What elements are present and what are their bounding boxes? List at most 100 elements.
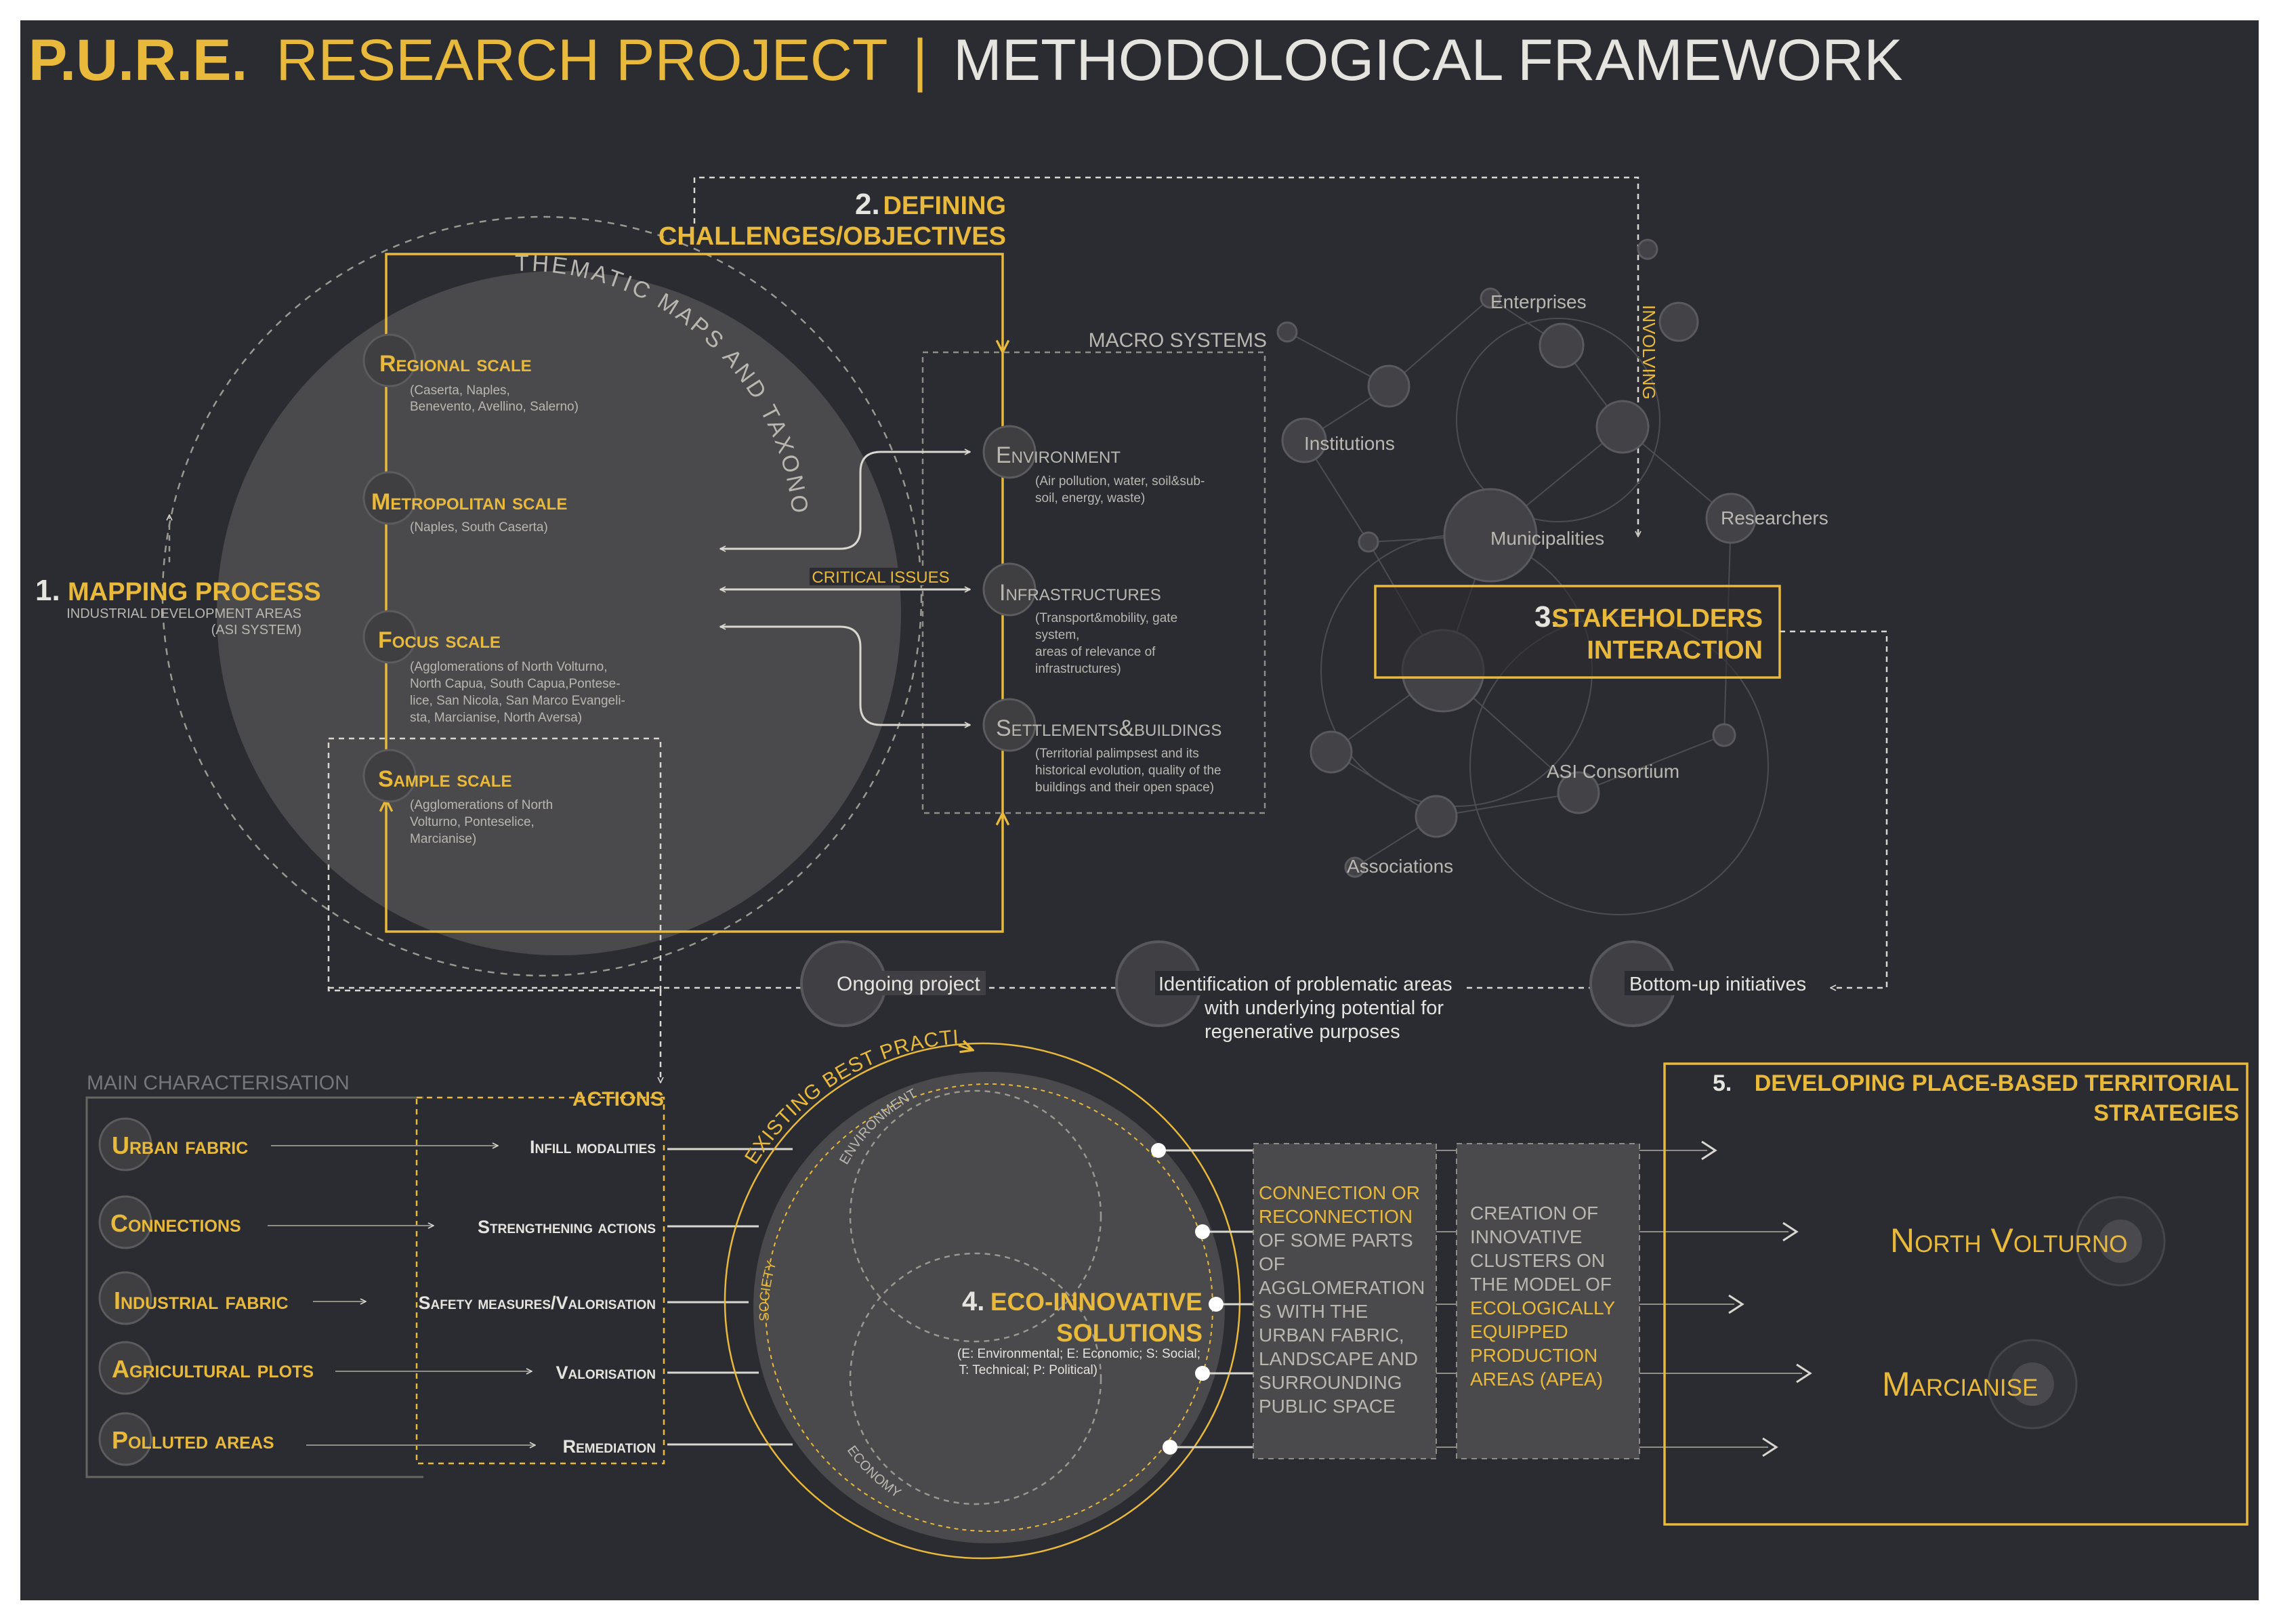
title-separator: | [913,28,927,93]
connections-action: Strengthening actions [478,1217,656,1237]
focus-scale: Focus scale (Agglomerations of North Vol… [378,627,625,725]
stakeholder-dots [1276,238,1757,878]
row-urban-fabric: Urban fabric Infill modalities [98,1117,656,1171]
identification-backdrop [1155,971,1463,995]
settlements-detail-3: buildings and their open space) [1035,780,1214,795]
network-dot [1276,321,1298,343]
clusters-line-3: CLUSTERS ON [1470,1250,1605,1271]
network-dot [1443,488,1538,583]
agricultural-plots-action: Valorisation [556,1362,656,1383]
clusters-hl-2: EQUIPPED [1470,1321,1568,1342]
settlements-detail-1: (Territorial palimpsest and its [1035,747,1199,761]
focus-scale-detail-1: (Agglomerations of North Volturno, [410,660,608,674]
north-volturno-label: North Volturno [1890,1222,2127,1259]
urban-fabric-action: Infill modalities [530,1137,656,1157]
ongoing-label: Ongoing project [837,973,980,995]
network-dot [1358,531,1379,553]
settlements-title: Settlements&buildings [996,715,1221,741]
row-agricultural-plots: Agricultural plots Valorisation [98,1341,656,1395]
strategies-title-2: STRATEGIES [2093,1100,2239,1126]
connection-line-7: SURROUNDING [1259,1372,1402,1393]
strategies-box [1663,1062,2249,1526]
regional-scale-detail-1: (Caserta, Naples, [410,383,510,398]
eco-title-1: ECO-INNOVATIVE [990,1288,1203,1316]
row-connections: Connections Strengthening actions [98,1195,656,1249]
environment-detail-2: soil, energy, waste) [1035,491,1145,505]
connections-label: Connections [110,1209,241,1237]
focus-scale-detail-4: sta, Marcianise, North Aversa) [410,711,582,725]
bottom-up-backdrop [1625,971,1828,995]
settlements-item: Settlements&buildings (Territorial palim… [996,715,1221,795]
row-industrial-fabric: Industrial fabric Safety measures/Valori… [98,1271,656,1325]
strategies-number: 5. [1713,1070,1732,1096]
network-dot [1367,365,1410,408]
connection-line-6: LANDSCAPE AND [1259,1348,1418,1369]
mapping-sub-1: INDUSTRIAL DEVELOPMENT AREAS [66,606,301,621]
eco-output-lines [1158,1149,1253,1449]
eco-circle [753,1072,1225,1543]
stakeholders-box [1374,585,1781,679]
connection-box-text: CONNECTION OR RECONNECTION OF SOME PARTS… [1259,1182,1425,1417]
macro-systems-title: MACRO SYSTEMS [1089,329,1267,352]
chevron-right-icon [1728,1294,1744,1314]
box-links [1436,1150,1802,1448]
settlements-node [982,698,1037,752]
eco-legend-1: (E: Environmental; E: Economic; S: Socia… [957,1347,1200,1361]
eco-number: 4. [962,1287,984,1316]
ongoing-backdrop [833,971,986,995]
clusters-line-4: THE MODEL OF [1470,1274,1612,1295]
network-dot [1344,856,1366,878]
critical-issues-label: CRITICAL ISSUES [812,568,949,587]
output-dot [1195,1366,1210,1381]
output-dot [1151,1143,1166,1158]
north-volturno-node [2099,1220,2142,1263]
focus-scale-detail-2: North Capua, South Capua,Pontese- [410,677,621,691]
clusters-line-2: INNOVATIVE [1470,1226,1582,1247]
network-dot [1480,287,1501,309]
identification-line-2: with underlying potential for [1204,997,1444,1019]
actions-title: ACTIONS [572,1088,664,1110]
environment-arrow [720,452,970,549]
identification-line-1: Identification of problematic areas [1158,974,1452,995]
sample-scale: Sample scale (Agglomerations of North Vo… [378,766,553,846]
metropolitan-node [362,471,417,525]
network-dot [1712,723,1736,747]
infrastructures-detail-4: infrastructures) [1035,662,1121,676]
venn-economy [849,1252,1102,1505]
eco-legend-2: T: Technical; P: Political) [959,1363,1097,1377]
mapping-circle [217,271,901,955]
environment-detail-1: (Air pollution, water, soil&sub- [1035,474,1205,488]
mapping-circle-outline [161,215,923,977]
best-practice-arrow [958,1045,973,1050]
defining-title-1: DEFINING [883,192,1006,220]
network-dot [1637,238,1658,260]
regional-scale-title: Regional scale [379,351,532,377]
title-framework: METHODOLOGICAL FRAMEWORK [953,28,1903,93]
polluted-areas-node [98,1412,152,1466]
stakeholders-title-1: STAKEHOLDERS [1551,604,1763,633]
stakeholder-enterprises: Enterprises [1490,291,1587,312]
output-dot [1195,1224,1210,1239]
infrastructures-title: Infrastructures [999,580,1161,606]
connections-node [98,1195,152,1249]
network-dot [1705,493,1757,544]
strategy-chevrons [1701,1140,1812,1457]
clusters-hl-3: PRODUCTION [1470,1345,1597,1366]
chevron-right-icon [1701,1140,1717,1161]
network-dot [1658,301,1699,342]
focus-scale-detail-3: lice, San Nicola, San Marco Evangeli- [410,694,625,708]
stakeholder-associations: Associations [1347,856,1453,877]
characterisation-title: MAIN CHARACTERISATION [87,1072,350,1094]
eco-outer-circle [724,1042,1241,1560]
settlements-arrow [720,627,970,725]
stakeholders-dashed-link [1780,630,1888,988]
row-polluted-areas: Polluted areas Remediation [98,1412,656,1466]
stakeholders-number: 3. [1534,600,1560,633]
connection-line-5: URBAN FABRIC, [1259,1325,1404,1346]
polluted-areas-label: Polluted areas [112,1426,274,1454]
chevron-right-icon [1796,1363,1812,1383]
defining-label: 2. DEFINING CHALLENGES/OBJECTIVES [658,188,1006,251]
clusters-hl-1: ECOLOGICALLY [1470,1297,1616,1318]
defining-number: 2. [855,188,880,221]
